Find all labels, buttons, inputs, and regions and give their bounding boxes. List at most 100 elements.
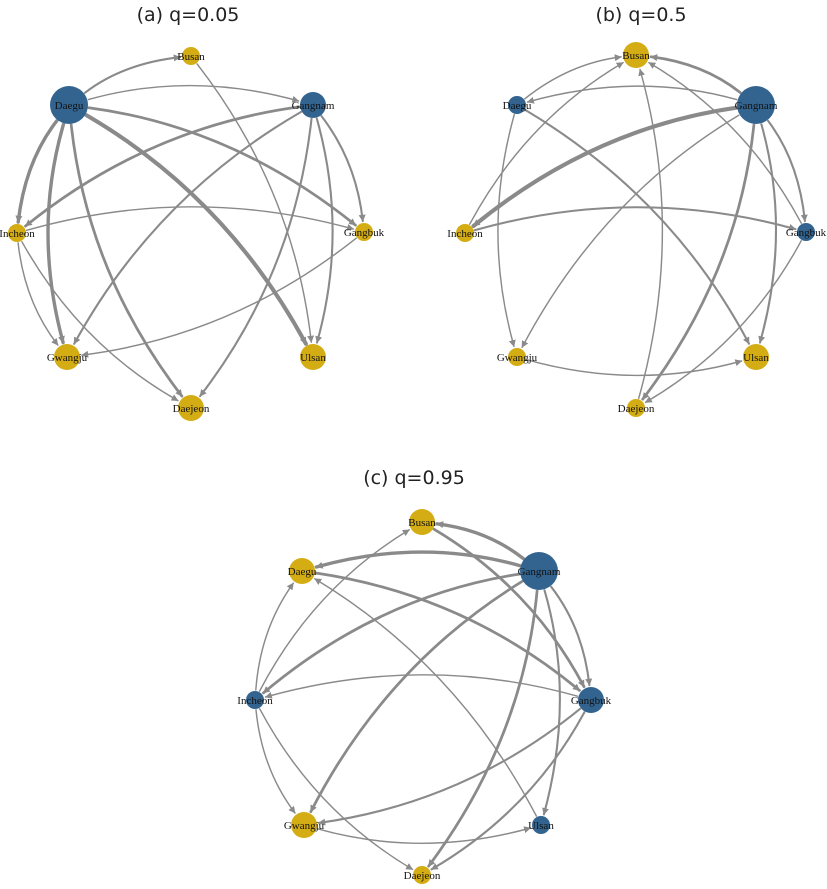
- edge-busan-to-ulsan: [196, 63, 315, 343]
- edge-gangnam-to-ulsan: [542, 589, 561, 816]
- node-label-daegu: Daegu: [55, 100, 84, 112]
- edge-gangnam-to-gwangju: [73, 110, 302, 345]
- edge-incheon-to-daegu: [255, 582, 295, 691]
- edge-gangnam-to-incheon: [24, 105, 301, 228]
- node-label-gwangju: Gwangju: [284, 820, 325, 832]
- node-incheon: [246, 691, 264, 709]
- edge-gangnam-to-gwangju: [521, 114, 740, 349]
- node-gwangju: [291, 812, 317, 838]
- panel-c-title: (c) q=0.95: [363, 467, 465, 489]
- edge-incheon-to-gwangju: [17, 242, 59, 346]
- panel-a-edges: [15, 54, 366, 402]
- node-label-gangbuk: Gangbuk: [344, 227, 385, 239]
- edge-gangnam-to-daejeon: [641, 123, 756, 401]
- panel-a-title: (a) q=0.05: [137, 4, 240, 26]
- edge-gangbuk-to-incheon: [264, 674, 579, 699]
- edge-gangnam-to-gangbuk: [320, 115, 366, 223]
- node-ulsan: [743, 344, 769, 370]
- node-label-gangnam: Gangnam: [735, 100, 778, 112]
- edge-gangnam-to-incheon: [262, 572, 521, 695]
- node-label-incheon: Incheon: [237, 695, 273, 707]
- edge-gangbuk-to-busan: [648, 61, 803, 224]
- node-daejeon: [413, 866, 431, 884]
- edge-gangbuk-to-daejeon: [644, 240, 802, 404]
- node-ulsan: [300, 344, 326, 370]
- edge-gangnam-to-gangbuk: [550, 585, 593, 687]
- edge-gangbuk-to-daejeon: [430, 711, 586, 871]
- node-label-busan: Busan: [408, 517, 436, 529]
- node-label-gangnam: Gangnam: [518, 566, 561, 578]
- edge-daegu-to-daejeon: [69, 123, 184, 398]
- edge-ulsan-to-daegu: [314, 577, 538, 817]
- node-label-busan: Busan: [177, 51, 205, 63]
- edge-busan-to-gangbuk: [432, 527, 586, 689]
- node-label-busan: Busan: [622, 50, 650, 62]
- node-busan: [182, 47, 200, 65]
- edge-incheon-to-gangbuk: [25, 206, 355, 232]
- node-gangbuk: [578, 687, 604, 713]
- node-label-incheon: Incheon: [0, 228, 35, 240]
- node-incheon: [456, 224, 474, 242]
- node-label-gangbuk: Gangbuk: [786, 227, 827, 239]
- edge-gangnam-to-busan: [649, 54, 742, 94]
- edge-incheon-to-gwangju: [255, 709, 296, 814]
- node-gangnam: [737, 86, 775, 124]
- node-label-gangbuk: Gangbuk: [571, 695, 612, 707]
- edge-daegu-to-busan: [83, 54, 182, 94]
- panel-c-edges: [255, 521, 593, 871]
- edge-daegu-to-ulsan: [524, 109, 751, 345]
- node-label-incheon: Incheon: [447, 228, 483, 240]
- edge-incheon-to-daejeon: [21, 240, 179, 402]
- edge-daegu-to-gangbuk: [314, 571, 581, 692]
- node-label-daejeon: Daejeon: [173, 403, 210, 415]
- node-label-daegu: Daegu: [503, 100, 532, 112]
- node-gangbuk: [797, 223, 815, 241]
- node-label-daejeon: Daejeon: [618, 403, 655, 415]
- node-label-ulsan: Ulsan: [300, 352, 326, 364]
- edge-gangnam-to-gwangju: [309, 580, 524, 814]
- node-label-ulsan: Ulsan: [743, 352, 769, 364]
- node-label-gwangju: Gwangju: [47, 352, 88, 364]
- node-gangnam: [300, 92, 326, 118]
- edge-incheon-to-gangbuk: [473, 206, 797, 232]
- edge-daegu-to-gwangju: [46, 122, 66, 345]
- edge-gangnam-to-ulsan: [758, 123, 778, 344]
- edge-gangbuk-to-gwangju: [317, 707, 582, 826]
- edge-gangnam-to-incheon: [471, 105, 739, 229]
- node-busan: [623, 42, 649, 68]
- node-incheon: [8, 224, 26, 242]
- node-daegu: [289, 558, 315, 584]
- node-label-daegu: Daegu: [288, 566, 317, 578]
- node-daejeon: [178, 395, 204, 421]
- node-daejeon: [627, 399, 645, 417]
- edge-gwangju-to-ulsan: [316, 826, 532, 844]
- node-daegu: [508, 96, 526, 114]
- node-busan: [409, 509, 435, 535]
- edge-daegu-to-ulsan: [84, 113, 308, 346]
- edge-gangnam-to-gangbuk: [767, 119, 808, 223]
- edge-daegu-to-gwangju: [497, 113, 516, 348]
- node-label-gwangju: Gwangju: [497, 352, 538, 364]
- node-gangnam: [520, 552, 558, 590]
- node-gwangju: [508, 348, 526, 366]
- node-daegu: [50, 86, 88, 124]
- node-label-daejeon: Daejeon: [404, 870, 441, 882]
- edge-gangbuk-to-gwangju: [81, 237, 357, 358]
- panel-b-title: (b) q=0.5: [595, 4, 686, 26]
- edge-gangnam-to-daejeon: [199, 117, 313, 398]
- edge-gangnam-to-daegu: [314, 550, 522, 569]
- node-label-ulsan: Ulsan: [528, 820, 554, 832]
- edge-incheon-to-busan: [468, 61, 624, 225]
- edge-daegu-to-gangnam: [87, 84, 300, 103]
- panel-b-edges: [468, 54, 808, 404]
- edge-incheon-to-busan: [258, 529, 410, 692]
- edge-incheon-to-daejeon: [258, 708, 414, 871]
- node-ulsan: [532, 816, 550, 834]
